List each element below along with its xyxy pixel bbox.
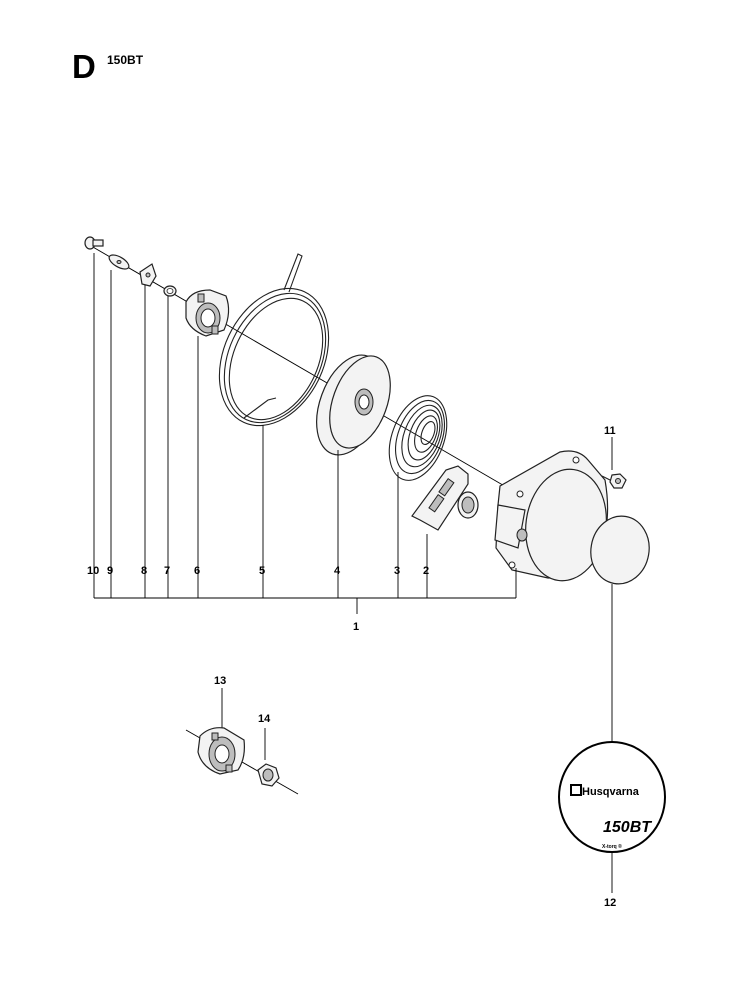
callout-6: 6 — [194, 565, 200, 577]
part-12-decal-plate[interactable] — [586, 511, 655, 588]
callout-4: 4 — [334, 565, 341, 577]
husqvarna-logo-icon — [570, 784, 582, 796]
callout-12: 12 — [604, 897, 616, 909]
decal-model: 150BT — [603, 819, 652, 836]
callout-9: 9 — [107, 565, 113, 577]
part-11-cover-screw[interactable] — [601, 473, 627, 489]
part-2-starter-handle[interactable] — [411, 465, 479, 531]
callout-14: 14 — [258, 713, 271, 725]
callout-2: 2 — [423, 565, 429, 577]
part-7-spring[interactable] — [163, 285, 177, 297]
part-5-starter-rope[interactable] — [198, 253, 349, 443]
model-code: 150BT — [107, 53, 144, 67]
callout-5: 5 — [259, 565, 265, 577]
decal-tagline: X-torq ® — [602, 843, 622, 850]
callout-1: 1 — [353, 621, 359, 633]
part-8-pawl[interactable] — [139, 263, 157, 287]
callout-8: 8 — [141, 565, 147, 577]
decal-large: Husqvarna 150BT X-torq ® — [558, 741, 666, 853]
callout-13: 13 — [214, 675, 226, 687]
callout-10: 10 — [87, 565, 99, 577]
part-1-starter-housing[interactable] — [494, 450, 613, 586]
part-13-clutch-drum-hub[interactable] — [197, 727, 245, 775]
callout-11: 11 — [604, 425, 616, 437]
part-14-nut[interactable] — [257, 763, 280, 787]
part-4-pulley[interactable] — [304, 346, 402, 464]
callout-numbers: 10 9 8 7 6 5 4 3 2 1 11 12 13 14 — [87, 425, 616, 909]
decal-brand: Husqvarna — [582, 786, 640, 798]
section-letter: D — [72, 48, 96, 85]
part-10-screw[interactable] — [84, 236, 104, 250]
part-3-recoil-spring[interactable] — [379, 388, 458, 488]
callout-3: 3 — [394, 565, 400, 577]
part-9-washer[interactable] — [107, 252, 131, 272]
assembly-axis — [85, 242, 521, 496]
callout-leaders — [93, 253, 613, 893]
callout-7: 7 — [164, 565, 170, 577]
part-6-hub[interactable] — [185, 289, 230, 337]
